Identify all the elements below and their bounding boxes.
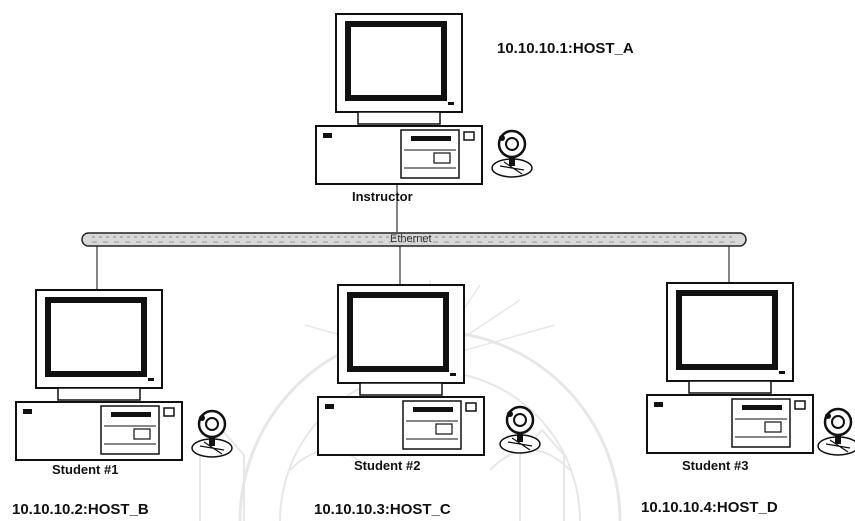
student2-computer-icon [318, 285, 484, 455]
instructor-computer-icon [316, 14, 482, 184]
student1-label: Student #1 [52, 462, 118, 477]
student3-webcam-icon [818, 409, 855, 455]
instructor-address: 10.10.10.1:HOST_A [497, 40, 634, 57]
ethernet-label: Ethernet [390, 233, 432, 245]
student3-label: Student #3 [682, 458, 748, 473]
instructor-webcam-icon [492, 131, 532, 177]
student1-computer-icon [16, 290, 182, 460]
student3-address: 10.10.10.4:HOST_D [641, 499, 778, 516]
instructor-label: Instructor [352, 189, 413, 204]
student2-label: Student #2 [354, 458, 420, 473]
student2-address: 10.10.10.3:HOST_C [314, 501, 451, 518]
student1-address: 10.10.10.2:HOST_B [12, 501, 149, 518]
student3-computer-icon [647, 283, 813, 453]
